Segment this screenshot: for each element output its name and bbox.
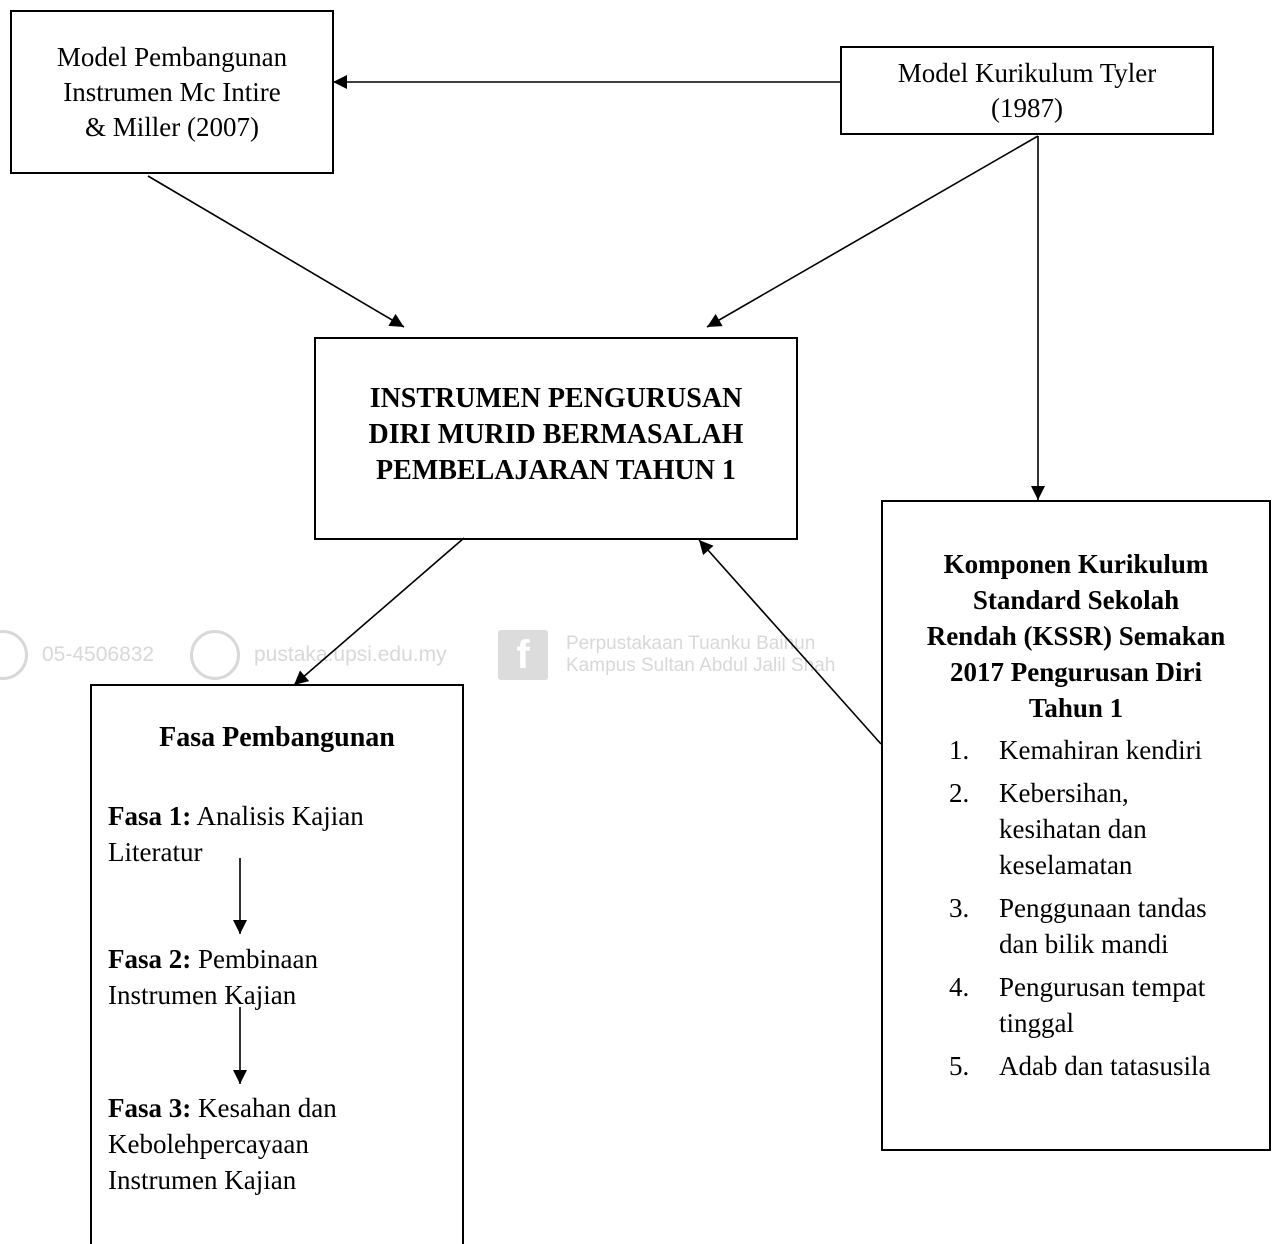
fasa-step-text: Kesahan dan: [191, 1093, 337, 1123]
node-text-line: & Miller (2007): [85, 111, 259, 142]
watermark-site-text: pustaka.upsi.edu.my: [254, 643, 447, 666]
arrow-mcintire-to-instrumen: [147, 175, 405, 328]
list-item: 3. Penggunaan tandas dan bilik mandi: [949, 890, 1269, 962]
list-item-number: 3.: [949, 893, 970, 923]
node-text-line: DIRI MURID BERMASALAH: [368, 418, 744, 450]
list-item-number: 5.: [949, 1051, 970, 1081]
watermark-site: pustaka.upsi.edu.my: [190, 630, 447, 680]
list-item-text: Pengurusan tempat: [999, 972, 1206, 1002]
arrow-tyler-to-instrumen: [706, 135, 1039, 328]
node-text-line: Model Kurikulum Tyler: [897, 57, 1157, 88]
fasa-title: Fasa Pembangunan: [159, 722, 395, 753]
list-item: 4. Pengurusan tempat tinggal: [949, 969, 1269, 1041]
list-item-text: Kebersihan,: [999, 778, 1129, 808]
list-item: 5. Adab dan tatasusila: [949, 1048, 1269, 1084]
fasa-step-text: Instrumen Kajian: [108, 1165, 297, 1195]
node-text-line: Instrumen Mc Intire: [63, 76, 281, 107]
node-text-line: (1987): [991, 92, 1063, 123]
watermark-library-line1: Perpustakaan Tuanku Bainun: [566, 633, 816, 654]
fasa-step-text: Literatur: [108, 837, 203, 867]
node-model-tyler: Model Kurikulum Tyler (1987): [840, 46, 1214, 135]
node-model-mcintire-miller: Model Pembangunan Instrumen Mc Intire & …: [10, 10, 334, 174]
list-item: 2. Kebersihan, kesihatan dan keselamatan: [949, 775, 1269, 883]
kssr-component-list: 1. Kemahiran kendiri 2. Kebersihan, kesi…: [949, 732, 1269, 1091]
fasa-step-label: Fasa 1:: [108, 801, 192, 831]
node-fasa-pembangunan: Fasa Pembangunan Fasa 1: Analisis Kajian…: [90, 684, 464, 1244]
kssr-title-line: Komponen Kurikulum: [943, 549, 1209, 579]
kssr-title-line: Tahun 1: [1028, 693, 1124, 723]
watermark-library-line2: Kampus Sultan Abdul Jalil Shah: [566, 655, 836, 676]
list-item-text: Kemahiran kendiri: [999, 735, 1203, 765]
fasa-step-1: Fasa 1: Analisis Kajian Literatur: [108, 798, 448, 870]
list-item: 1. Kemahiran kendiri: [949, 732, 1269, 768]
list-item-text: kesihatan dan: [999, 814, 1147, 844]
watermark-phone: 05-4506832: [0, 630, 154, 680]
fasa-step-2: Fasa 2: Pembinaan Instrumen Kajian: [108, 941, 448, 1013]
node-text-line: INSTRUMEN PENGURUSAN: [369, 382, 743, 414]
list-item-number: 4.: [949, 972, 970, 1002]
fasa-step-text: Kebolehpercayaan: [108, 1129, 309, 1159]
list-item-text: dan bilik mandi: [999, 929, 1169, 959]
kssr-title: Komponen Kurikulum Standard Sekolah Rend…: [883, 546, 1269, 726]
facebook-icon: f: [498, 630, 548, 680]
kssr-title-line: Rendah (KSSR) Semakan: [926, 621, 1226, 651]
node-komponen-kssr: Komponen Kurikulum Standard Sekolah Rend…: [881, 500, 1271, 1151]
kssr-title-line: 2017 Pengurusan Diri: [949, 657, 1203, 687]
kssr-title-line: Standard Sekolah: [972, 585, 1180, 615]
fasa-step-text: Analisis Kajian: [191, 801, 364, 831]
watermark-library: f Perpustakaan Tuanku Bainun Kampus Sult…: [498, 630, 835, 680]
fasa-step-text: Instrumen Kajian: [108, 980, 297, 1010]
node-instrumen-pengurusan-diri: INSTRUMEN PENGURUSAN DIRI MURID BERMASAL…: [314, 337, 798, 540]
fasa-step-label: Fasa 2:: [108, 944, 192, 974]
list-item-text: tinggal: [999, 1008, 1074, 1038]
watermark-phone-text: 05-4506832: [42, 643, 155, 666]
phone-icon: [0, 630, 28, 680]
list-item-text: Adab dan tatasusila: [999, 1051, 1211, 1081]
node-text-line: PEMBELAJARAN TAHUN 1: [376, 454, 736, 486]
fasa-step-label: Fasa 3:: [108, 1093, 192, 1123]
fasa-step-3: Fasa 3: Kesahan dan Kebolehpercayaan Ins…: [108, 1090, 448, 1198]
list-item-text: keselamatan: [999, 850, 1133, 880]
list-item-number: 2.: [949, 778, 970, 808]
fasa-step-text: Pembinaan: [191, 944, 318, 974]
list-item-text: Penggunaan tandas: [999, 893, 1207, 923]
globe-icon: [190, 630, 240, 680]
node-text-line: Model Pembangunan: [56, 41, 288, 72]
list-item-number: 1.: [949, 735, 970, 765]
